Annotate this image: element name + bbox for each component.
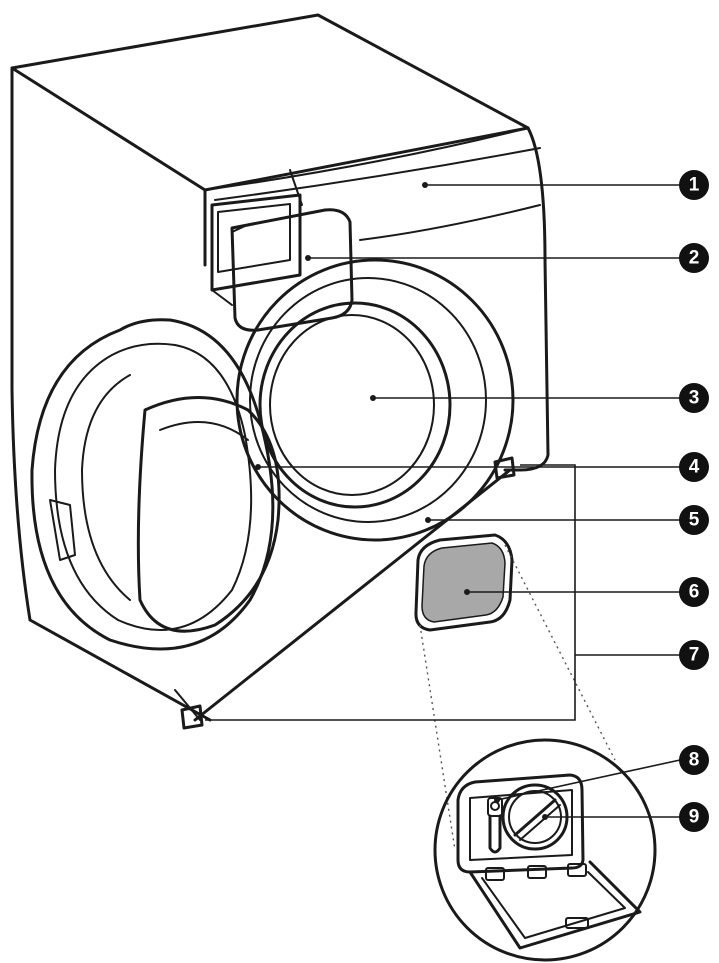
- detergent-drawer: [212, 195, 352, 330]
- drum: [260, 303, 450, 507]
- callout-number-9: 9: [689, 807, 700, 828]
- callout-badge-8: 8: [679, 745, 709, 775]
- callout-badge-1: 1: [679, 170, 709, 200]
- callout-number-5: 5: [689, 510, 700, 531]
- callout-number-7: 7: [689, 645, 700, 666]
- callout-badge-3: 3: [679, 383, 709, 413]
- filter-cover: [416, 535, 512, 630]
- callout-number-8: 8: [689, 750, 700, 771]
- callout-badge-7: 7: [679, 640, 709, 670]
- callout-badge-6: 6: [679, 577, 709, 607]
- callout-number-1: 1: [689, 175, 700, 196]
- emergency-drain-tube: [488, 798, 502, 852]
- callout-badge-5: 5: [679, 505, 709, 535]
- callout-number-4: 4: [689, 457, 700, 478]
- callout-number-3: 3: [689, 388, 700, 409]
- callout-number-2: 2: [689, 248, 700, 269]
- door: [32, 320, 279, 649]
- callout-badge-4: 4: [679, 452, 709, 482]
- callout-badge-2: 2: [679, 243, 709, 273]
- callout-number-6: 6: [689, 582, 700, 603]
- callout-badge-9: 9: [679, 802, 709, 832]
